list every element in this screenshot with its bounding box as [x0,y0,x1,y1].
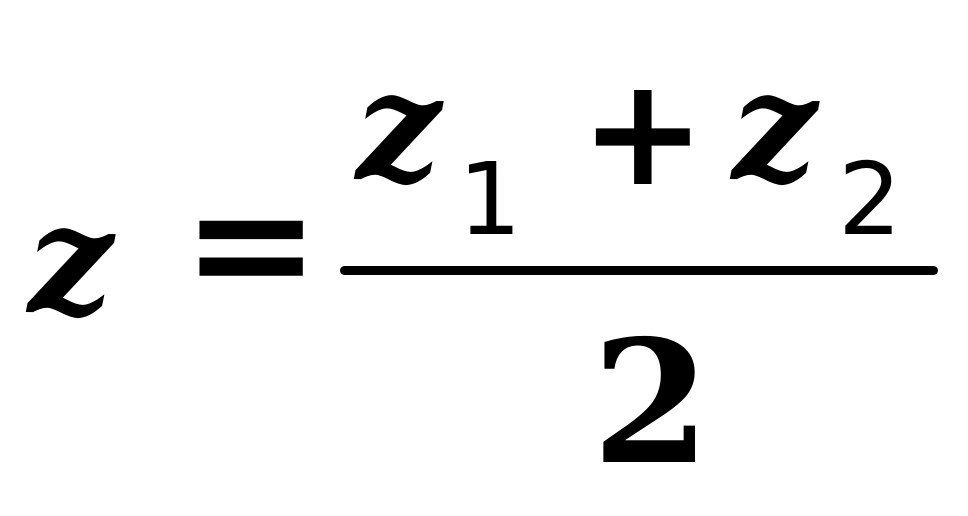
equals-sign: = [182,145,321,339]
numerator-term-2: z [732,39,818,215]
fraction-bar [340,266,938,275]
numerator-term-2-subscript: 2 [838,141,902,258]
denominator: 2 [592,303,711,503]
numerator-term-1: z [356,39,442,215]
plus-operator: + [580,46,706,220]
lhs-variable: z [28,172,114,348]
numerator-term-1-subscript: 1 [458,141,522,258]
